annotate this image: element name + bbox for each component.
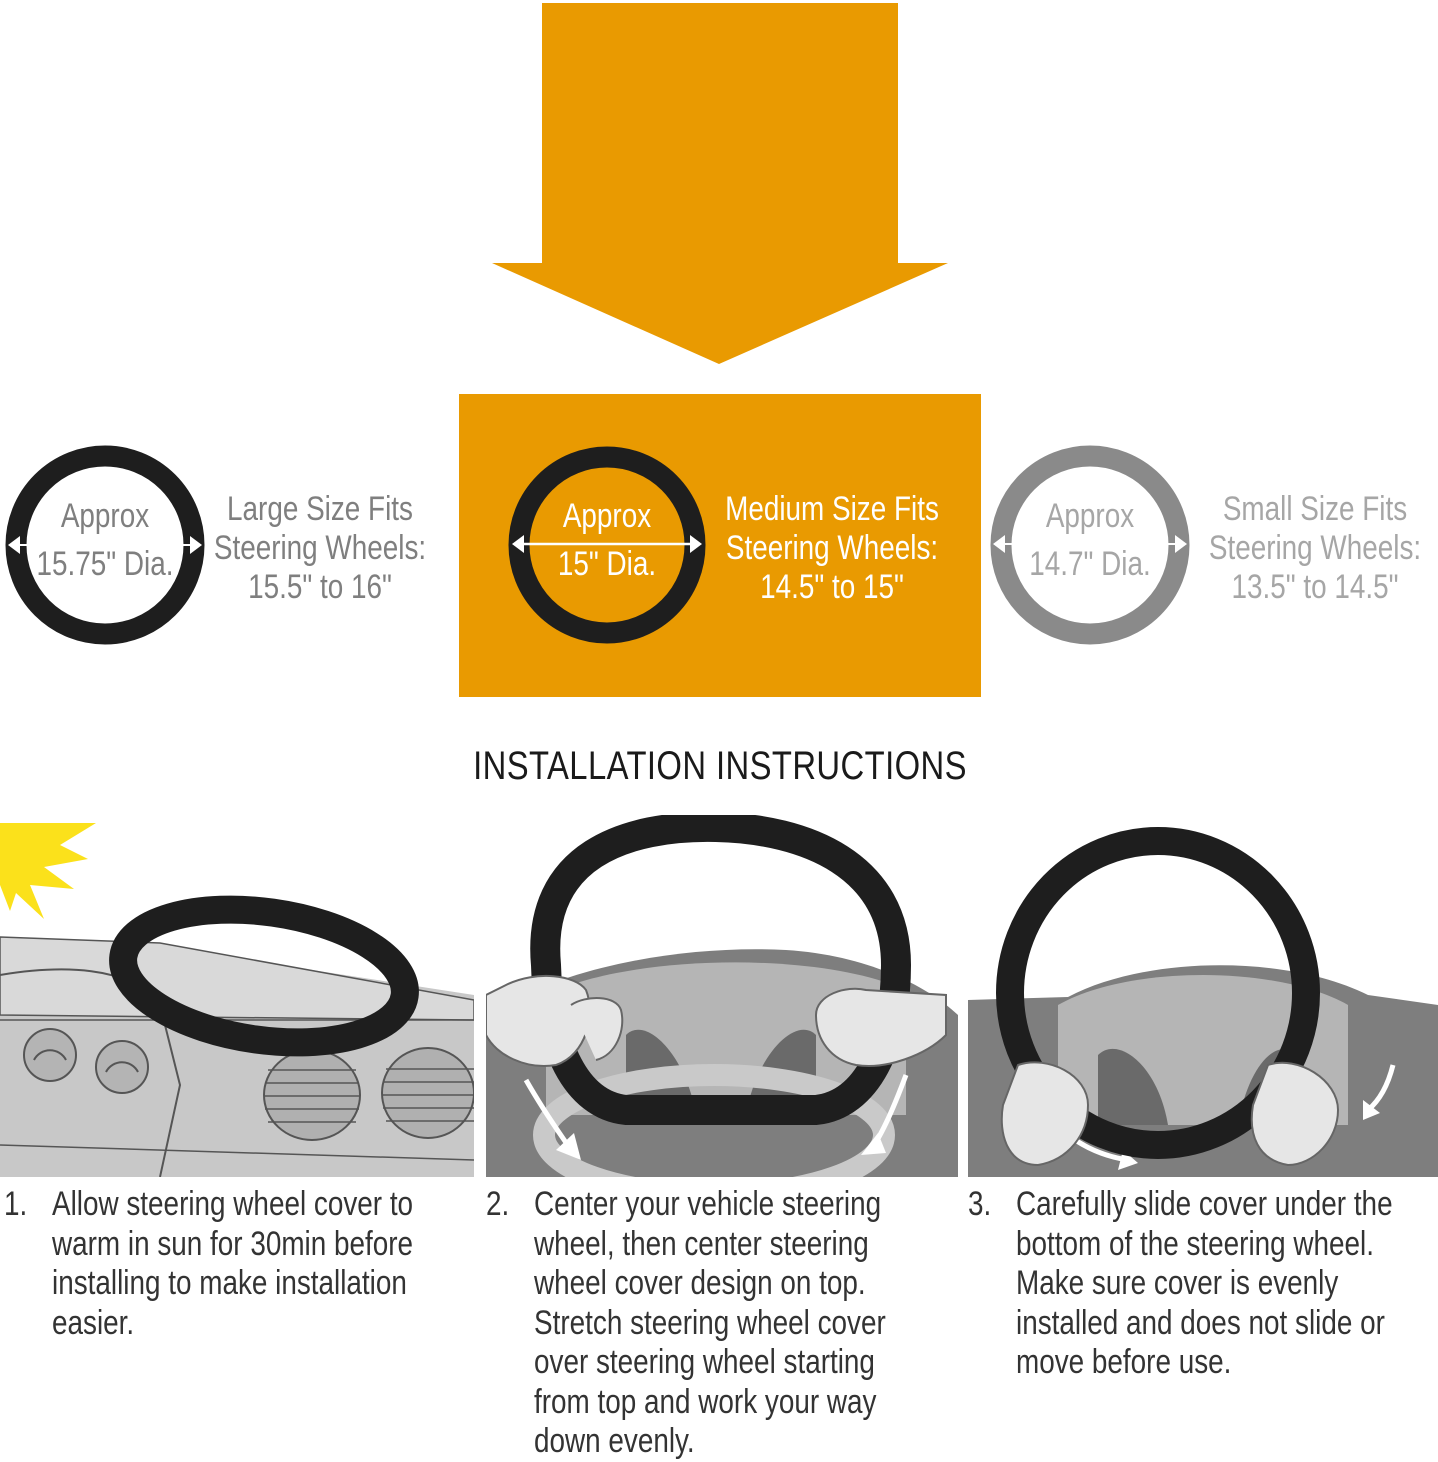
step-2-number: 2. [486, 1185, 510, 1223]
step-1-line-2: warm in sun for 30min before [52, 1224, 414, 1263]
large-ring-label: Approx 15.75" Dia. [19, 492, 191, 588]
large-size-fit-text: Large Size Fits Steering Wheels: 15.5" t… [197, 490, 443, 607]
small-fit-line-2: Steering Wheels: [1208, 529, 1422, 567]
small-size-ring-icon [990, 445, 1190, 645]
step-1-illustration [0, 815, 474, 1177]
down-arrow-icon [492, 3, 948, 364]
step-2-text: Center your vehicle steering wheel, then… [534, 1185, 960, 1462]
step-2-line-6: from top and work your way [534, 1382, 877, 1421]
step-3-line-3: Make sure cover is evenly [1016, 1264, 1339, 1302]
sun-icon [0, 823, 96, 919]
step-2-line-5: over steering wheel starting [534, 1343, 875, 1381]
small-ring-label: Approx 14.7" Dia. [1004, 492, 1176, 588]
medium-ring-label: Approx 15" Dia. [521, 492, 693, 588]
step-2-line-1: Center your vehicle steering [534, 1185, 882, 1223]
step-1-number: 1. [4, 1185, 28, 1223]
step-2-line-3: wheel cover design on top. [534, 1264, 866, 1302]
step-3-line-2: bottom of the steering wheel. [1016, 1224, 1375, 1263]
small-fit-line-1: Small Size Fits [1222, 490, 1408, 528]
step-1-line-1: Allow steering wheel cover to [52, 1185, 414, 1223]
medium-fit-line-3: 14.5" to 15" [760, 568, 904, 606]
step-3-line-4: installed and does not slide or [1016, 1303, 1385, 1342]
medium-size-highlight [459, 394, 981, 697]
step-3-number: 3. [968, 1185, 992, 1223]
medium-fit-line-1: Medium Size Fits [725, 490, 939, 528]
medium-ring-diameter: 15" Dia. [557, 545, 657, 583]
step-3-line-1: Carefully slide cover under the [1016, 1185, 1393, 1223]
large-ring-diameter: 15.75" Dia. [36, 545, 174, 583]
step-3-illustration [968, 815, 1438, 1177]
medium-size-fit-text: Medium Size Fits Steering Wheels: 14.5" … [701, 490, 963, 607]
large-fit-line-1: Large Size Fits [227, 490, 413, 528]
small-fit-line-3: 13.5" to 14.5" [1231, 568, 1399, 606]
medium-ring-approx: Approx [562, 497, 652, 535]
step-1-line-4: easier. [52, 1303, 135, 1342]
small-size-fit-text: Small Size Fits Steering Wheels: 13.5" t… [1188, 490, 1438, 607]
medium-size-ring-icon [508, 446, 706, 644]
small-ring-approx: Approx [1045, 497, 1135, 535]
step-2-line-4: Stretch steering wheel cover [534, 1303, 886, 1342]
large-fit-line-3: 15.5" to 16" [248, 568, 392, 606]
step-2-illustration [486, 815, 958, 1177]
step-1-text: Allow steering wheel cover to warm in su… [52, 1185, 478, 1343]
large-ring-approx: Approx [60, 497, 150, 535]
step-2-line-2: wheel, then center steering [534, 1224, 869, 1263]
large-size-ring-icon [5, 445, 205, 645]
large-fit-line-2: Steering Wheels: [213, 529, 427, 567]
step-1-line-3: installing to make installation [52, 1264, 407, 1302]
medium-fit-line-2: Steering Wheels: [725, 529, 939, 567]
step-3-line-5: move before use. [1016, 1343, 1232, 1381]
installation-instructions-title: INSTALLATION INSTRUCTIONS [473, 744, 967, 788]
step-2-line-7: down evenly. [534, 1422, 695, 1460]
small-ring-diameter: 14.7" Dia. [1029, 545, 1151, 583]
step-3-text: Carefully slide cover under the bottom o… [1016, 1185, 1438, 1383]
